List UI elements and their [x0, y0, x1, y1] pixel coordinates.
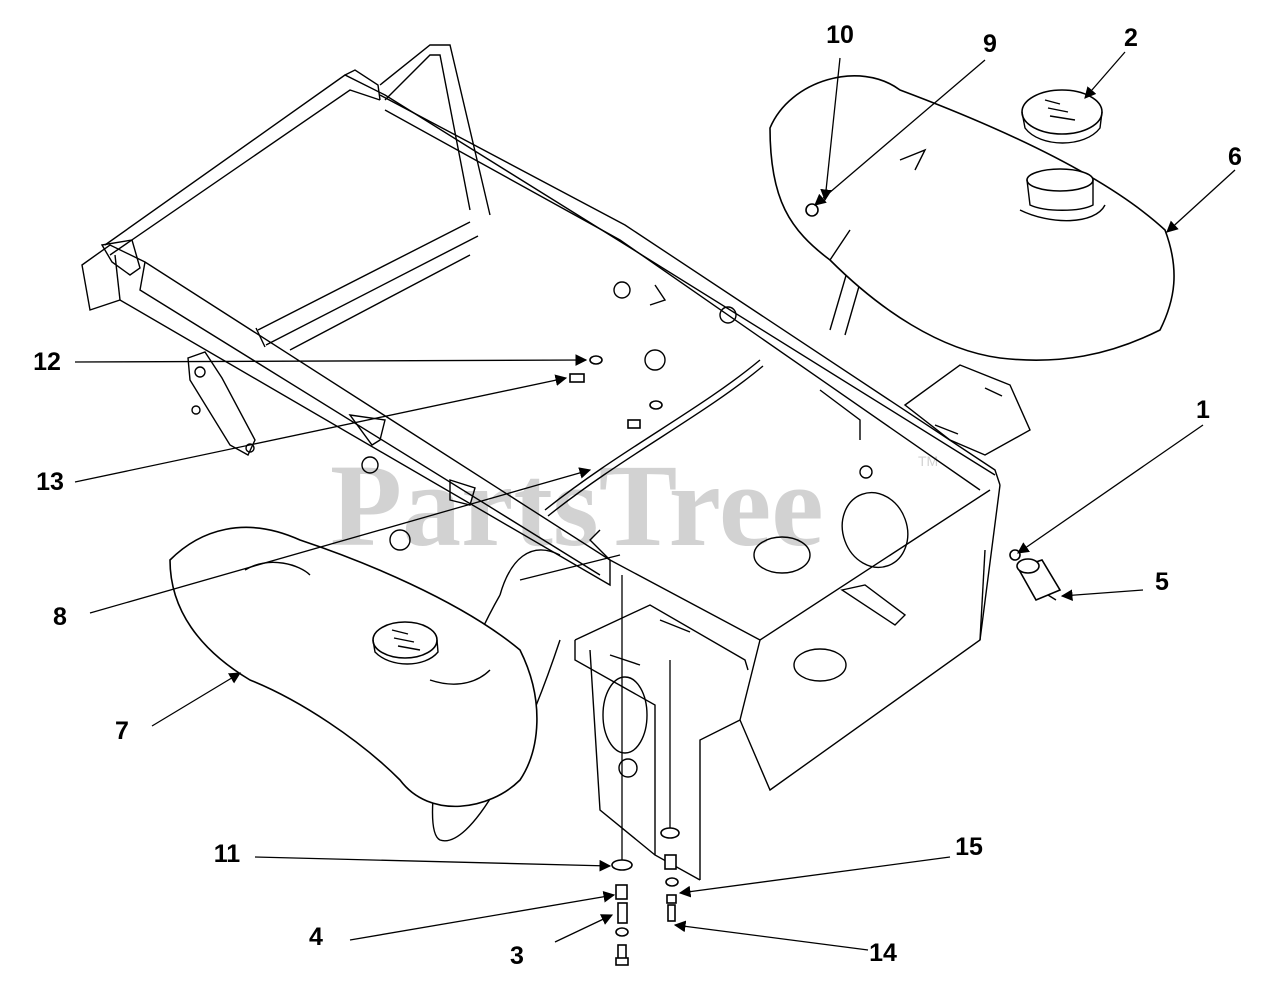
fuel-cap-left — [372, 621, 439, 665]
fuel-cap-right — [1021, 89, 1103, 144]
watermark-trademark: TM — [918, 453, 938, 469]
callout-10: 10 — [826, 21, 854, 49]
callout-4: 4 — [309, 923, 323, 951]
watermark-text: PartsTree — [330, 440, 824, 571]
callout-12: 12 — [33, 348, 61, 376]
callouts: 1 2 3 4 5 6 7 8 9 10 11 12 13 14 15 — [33, 21, 1242, 970]
callout-15: 15 — [955, 833, 983, 861]
leader-lines — [74, 51, 1236, 951]
fasteners-mid — [569, 355, 663, 429]
fuel-filter — [1016, 558, 1062, 602]
callout-5: 5 — [1155, 568, 1169, 596]
callout-6: 6 — [1228, 143, 1242, 171]
watermark: PartsTree TM — [330, 440, 938, 571]
callout-9: 9 — [983, 30, 997, 58]
callout-7: 7 — [115, 717, 129, 745]
callout-11: 11 — [214, 840, 241, 868]
callout-2: 2 — [1124, 24, 1138, 52]
callout-14: 14 — [869, 939, 897, 967]
hose-clamp — [1009, 549, 1021, 561]
callout-13: 13 — [36, 468, 64, 496]
callout-1: 1 — [1196, 396, 1210, 424]
hardware-stack-right — [660, 660, 680, 922]
fuel-fitting — [805, 203, 819, 217]
callout-8: 8 — [53, 603, 67, 631]
hardware-stack-left — [611, 575, 633, 966]
callout-3: 3 — [510, 942, 524, 970]
fuel-tank-right — [769, 75, 1175, 361]
